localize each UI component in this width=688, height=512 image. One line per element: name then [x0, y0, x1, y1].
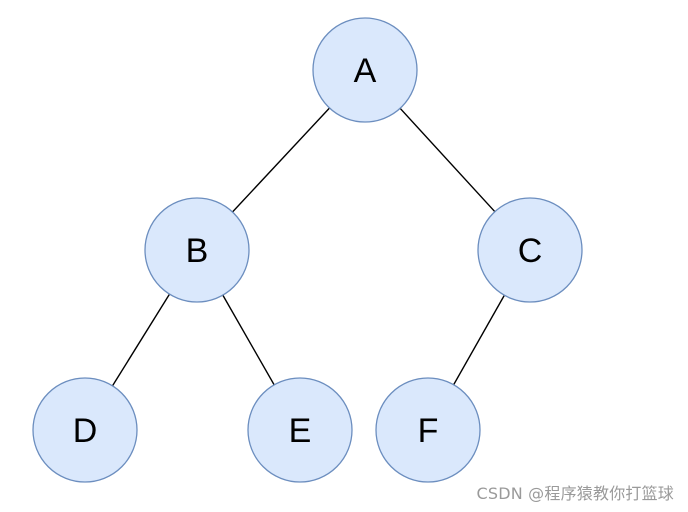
tree-node-a: A [312, 17, 418, 123]
node-label-a: A [354, 52, 377, 90]
node-label-e: E [289, 412, 312, 450]
node-circle-d [32, 377, 138, 483]
node-label-d: D [73, 412, 98, 450]
tree-edges [111, 107, 505, 387]
node-circle-f [375, 377, 481, 483]
edge-b-e [222, 294, 275, 386]
node-circle-e [247, 377, 353, 483]
node-circle-a [312, 17, 418, 123]
node-circle-c [477, 197, 583, 303]
tree-node-e: E [247, 377, 353, 483]
tree-node-f: F [375, 377, 481, 483]
node-label-b: B [186, 232, 209, 270]
node-label-c: C [518, 232, 543, 270]
tree-nodes: A B C D E F [32, 17, 583, 483]
tree-node-c: C [477, 197, 583, 303]
watermark-text: CSDN @程序猿教你打篮球 [476, 484, 674, 503]
edge-b-d [111, 293, 171, 387]
tree-node-d: D [32, 377, 138, 483]
edge-a-c [399, 107, 496, 213]
edge-a-b [231, 107, 331, 213]
edge-c-f [453, 294, 505, 386]
tree-node-b: B [144, 197, 250, 303]
node-circle-b [144, 197, 250, 303]
node-label-f: F [418, 412, 439, 450]
